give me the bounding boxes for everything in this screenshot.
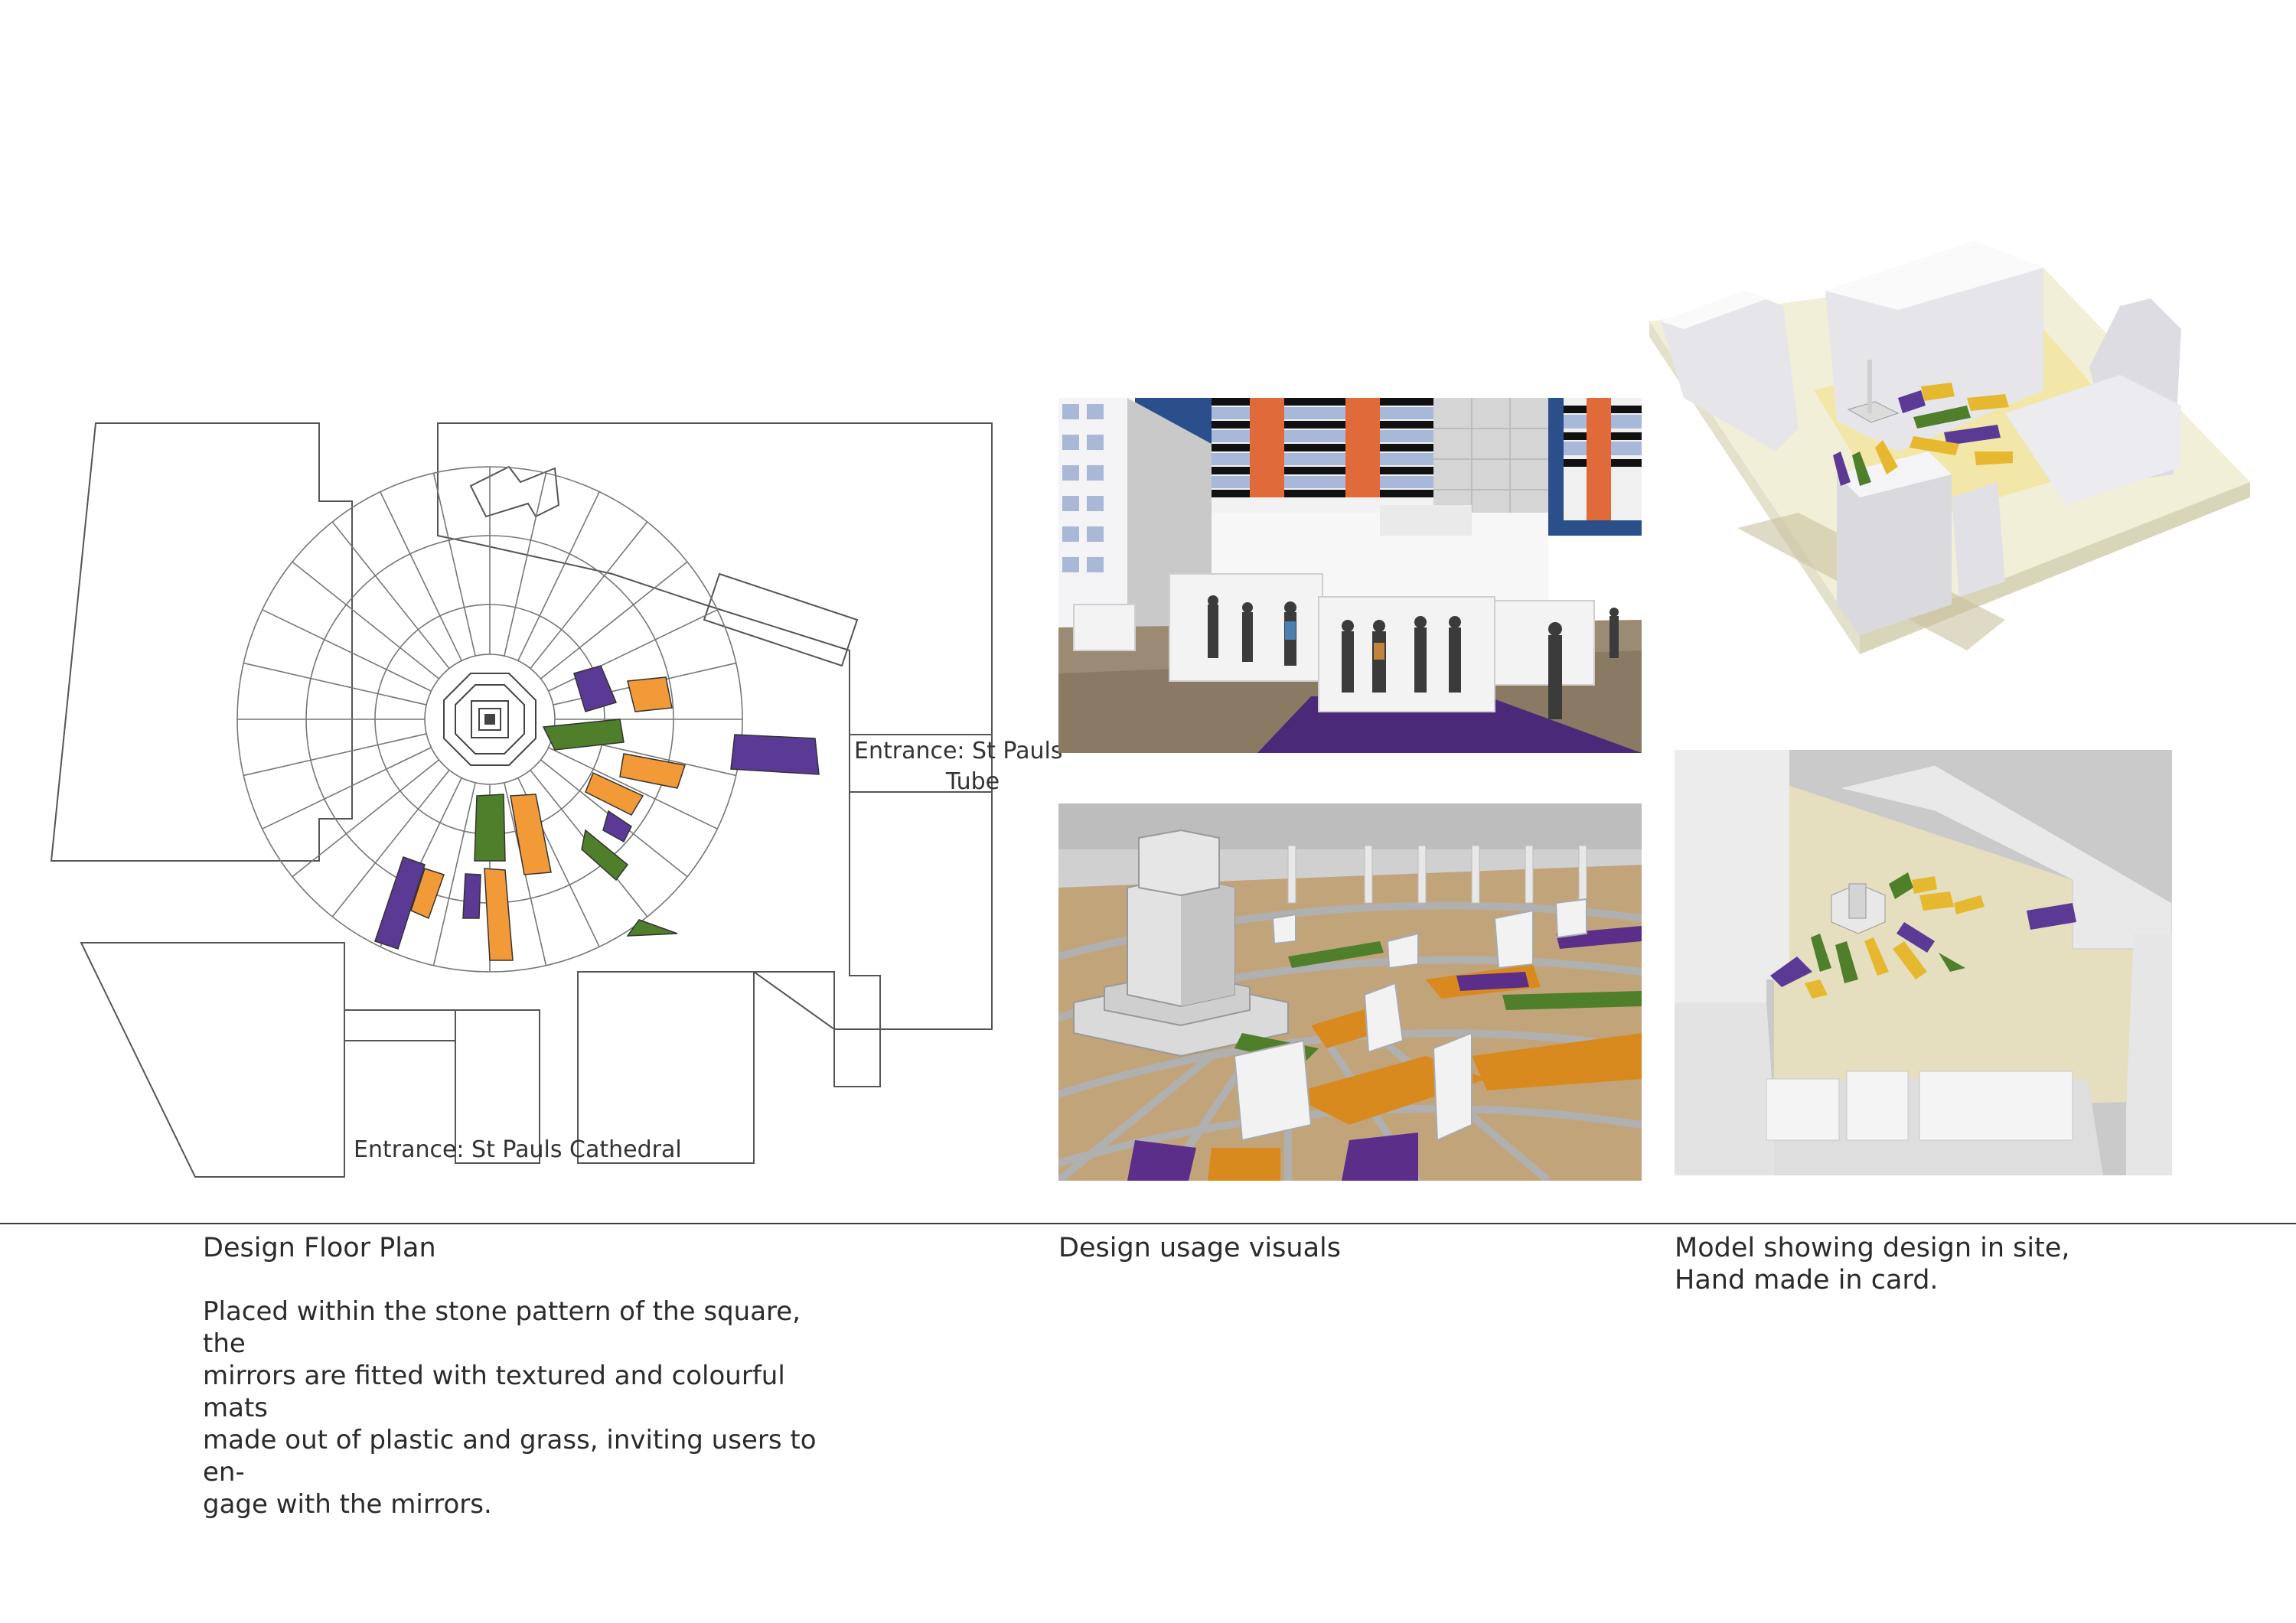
description-line-1: Placed within the stone pattern of the s… bbox=[203, 1296, 801, 1359]
label-entrance-tube-line2: Tube bbox=[945, 768, 1000, 795]
model-photo-perspective bbox=[1645, 222, 2250, 696]
mat-orange-5 bbox=[484, 868, 514, 961]
mat-orange-3 bbox=[585, 771, 644, 816]
model-photo-top bbox=[1675, 750, 2172, 1175]
mat-green-2 bbox=[581, 829, 629, 882]
radial-line bbox=[517, 491, 600, 661]
radial-line bbox=[548, 747, 718, 829]
radial-line bbox=[380, 491, 462, 661]
caption-model: Model showing design in site, Hand made … bbox=[1675, 1232, 2070, 1296]
radial-line bbox=[292, 561, 440, 680]
building-left bbox=[50, 422, 353, 862]
mat-green-1 bbox=[542, 719, 625, 751]
floor-plan: Entrance: St Pauls Tube Entrance: St Pau… bbox=[46, 413, 1063, 1186]
radial-line bbox=[530, 521, 648, 670]
plaza-mat-orange-5 bbox=[1472, 1033, 1642, 1090]
radial-line bbox=[243, 662, 427, 706]
mat-green-triangle bbox=[626, 919, 678, 937]
radial-line bbox=[432, 473, 476, 657]
mat-orange-1 bbox=[627, 676, 673, 712]
mat-green-3 bbox=[474, 794, 506, 862]
radial-line bbox=[331, 521, 450, 670]
divider-line bbox=[0, 1223, 2296, 1224]
building-top-right bbox=[437, 422, 993, 735]
radial-line bbox=[262, 747, 432, 829]
caption-model-line2: Hand made in card. bbox=[1675, 1265, 1939, 1295]
description-line-4: gage with the mirrors. bbox=[203, 1489, 492, 1520]
plaza-mat-green-1 bbox=[1288, 941, 1384, 968]
description-line-2: mirrors are fitted with textured and col… bbox=[203, 1361, 785, 1423]
plaza-mat-orange-4 bbox=[1208, 1148, 1280, 1181]
label-entrance-tube: Entrance: St Pauls Tube bbox=[854, 736, 1063, 797]
usage-visual-plaza bbox=[1058, 803, 1642, 1181]
building-bottom-edge bbox=[344, 1009, 456, 1041]
mat-purple-4 bbox=[374, 856, 426, 950]
plaza-mat-green-3 bbox=[1502, 991, 1642, 1010]
plaza-mat-purple-2 bbox=[1127, 1140, 1196, 1181]
mat-orange-4 bbox=[510, 794, 552, 875]
radial-line bbox=[504, 473, 547, 657]
usage-visual-street bbox=[1058, 398, 1642, 753]
floor-plan-drawing bbox=[50, 422, 993, 1178]
caption-model-line1: Model showing design in site, bbox=[1675, 1233, 2070, 1263]
radial-line bbox=[540, 561, 688, 680]
mats bbox=[374, 665, 820, 961]
radial-lines bbox=[237, 467, 742, 972]
mat-purple-big bbox=[730, 734, 820, 775]
description-line-3: made out of plastic and grass, inviting … bbox=[203, 1425, 817, 1488]
building-bottom-left bbox=[80, 942, 345, 1178]
radial-line bbox=[243, 733, 427, 777]
radial-line bbox=[262, 609, 432, 692]
central-monument bbox=[443, 673, 536, 766]
small-structure bbox=[469, 465, 560, 518]
mat-purple-2 bbox=[602, 810, 632, 843]
radial-line bbox=[292, 759, 440, 878]
mat-purple-1 bbox=[573, 665, 618, 712]
plaza-mat-purple-1 bbox=[1342, 1133, 1418, 1181]
mat-orange-2 bbox=[619, 753, 686, 789]
floor-plan-description: Placed within the stone pattern of the s… bbox=[203, 1295, 846, 1520]
kiosk bbox=[703, 572, 859, 667]
radial-line bbox=[331, 769, 450, 917]
label-entrance-cathedral: Entrance: St Pauls Cathedral bbox=[354, 1136, 682, 1163]
building-bottom-1 bbox=[455, 1009, 540, 1164]
mat-purple-3 bbox=[462, 873, 481, 919]
mat-orange-6 bbox=[410, 868, 445, 920]
radial-line bbox=[548, 609, 718, 692]
plaza-mat-purple-3 bbox=[1456, 972, 1529, 991]
label-entrance-tube-line1: Entrance: St Pauls bbox=[854, 738, 1063, 764]
radial-line bbox=[432, 782, 476, 966]
building-bottom-2 bbox=[577, 971, 755, 1164]
caption-usage-visuals: Design usage visuals bbox=[1058, 1233, 1341, 1263]
building-bottom-3 bbox=[751, 971, 881, 1087]
caption-floor-plan: Design Floor Plan bbox=[203, 1233, 436, 1263]
